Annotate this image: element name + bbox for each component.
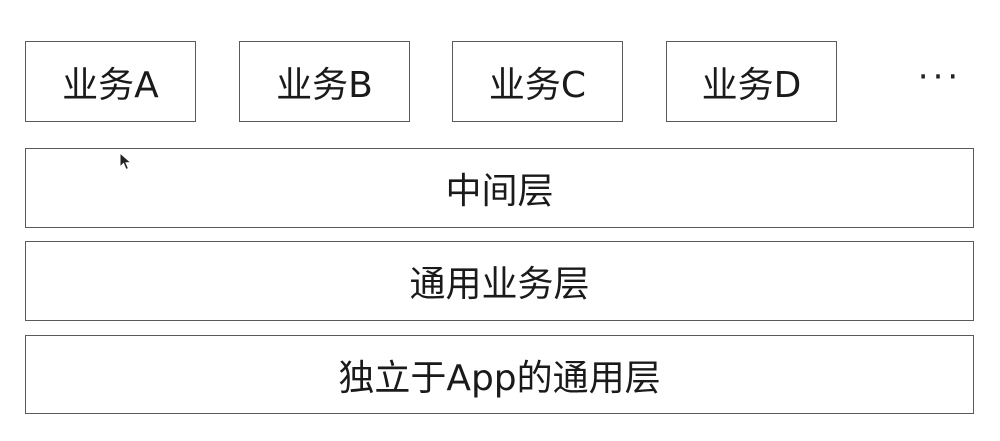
app-independent-layer-box: 独立于App的通用层 <box>25 335 974 414</box>
common-business-layer-box: 通用业务层 <box>25 241 974 321</box>
layer-label: 独立于App的通用层 <box>338 357 661 399</box>
module-label: 业务A <box>62 64 159 106</box>
layer-label: 通用业务层 <box>409 264 590 305</box>
module-box-c: 业务C <box>452 41 623 122</box>
module-label: 业务C <box>488 64 587 106</box>
module-label: 业务D <box>701 64 802 106</box>
module-box-d: 业务D <box>666 41 837 122</box>
module-box-b: 业务B <box>239 41 410 122</box>
middle-layer-box: 中间层 <box>25 148 974 228</box>
module-label: 业务B <box>276 64 373 106</box>
mouse-cursor-icon <box>119 152 133 171</box>
more-modules-ellipsis: ··· <box>917 57 963 97</box>
layer-label: 中间层 <box>445 171 554 212</box>
module-box-a: 业务A <box>25 41 196 122</box>
